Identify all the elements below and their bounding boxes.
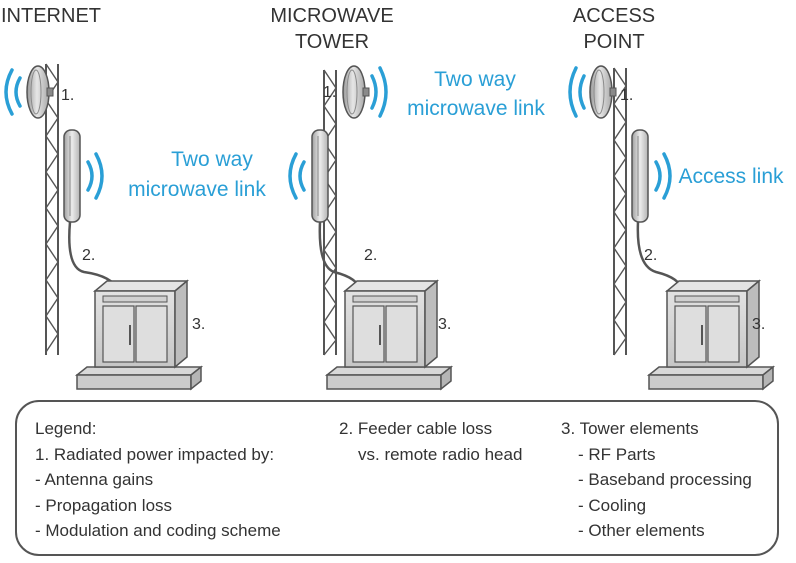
label-2: 2. xyxy=(644,247,657,264)
panel-antenna-icon xyxy=(63,129,81,223)
legend-item: - Other elements xyxy=(578,521,705,540)
legend-item: 3. Tower elements xyxy=(561,419,699,438)
link-label-line1: Two way xyxy=(171,148,253,171)
legend-item: - Baseband processing xyxy=(578,470,752,489)
legend-column-1: Legend: 1. Radiated power impacted by: -… xyxy=(35,416,281,544)
equipment-cabinet-icon xyxy=(76,280,202,390)
legend-column-2: 2. Feeder cable loss vs. remote radio he… xyxy=(339,416,522,467)
legend-item: - RF Parts xyxy=(578,444,656,464)
equipment-cabinet-icon xyxy=(648,280,774,390)
label-1: 1. xyxy=(620,87,633,104)
site-title-line1: MICROWAVE xyxy=(270,5,393,27)
legend-item: 1. Radiated power impacted by: xyxy=(35,444,275,464)
dish-antenna-icon xyxy=(342,65,370,119)
legend-box: Legend: 1. Radiated power impacted by: -… xyxy=(15,400,779,556)
legend-item: - Propagation loss xyxy=(35,495,173,515)
link-label-line2: microwave link xyxy=(128,178,266,201)
equipment-cabinet-icon xyxy=(326,280,452,390)
label-2: 2. xyxy=(82,247,95,264)
label-3: 3. xyxy=(752,316,765,333)
panel-antenna-icon xyxy=(311,129,329,223)
site-title-line1: ACCESS xyxy=(573,5,655,27)
radio-waves-icon xyxy=(86,152,104,200)
legend-heading: Legend: xyxy=(35,419,97,438)
label-2: 2. xyxy=(364,247,377,264)
link-label-line1: Access link xyxy=(678,165,784,188)
label-3: 3. xyxy=(192,316,205,333)
label-3: 3. xyxy=(438,316,451,333)
legend-item: 2. Feeder cable loss xyxy=(339,419,493,438)
radio-waves-icon xyxy=(370,66,388,118)
dish-antenna-icon xyxy=(589,65,617,119)
site-access-point: ACCESS POINT 1. 2. 3. Access link xyxy=(568,5,784,390)
legend-item: - Cooling xyxy=(578,495,647,515)
radio-waves-icon xyxy=(654,152,672,200)
radio-waves-icon xyxy=(568,66,586,118)
feeder-cable xyxy=(318,221,362,291)
radio-waves-icon xyxy=(4,68,22,116)
site-title-line2: TOWER xyxy=(295,31,369,53)
site-internet: INTERNET 1. 2. 3. Two way microwave link xyxy=(1,5,266,390)
dish-antenna-icon xyxy=(26,65,54,119)
legend-item: vs. remote radio head xyxy=(358,444,523,464)
lattice-tower xyxy=(45,63,59,355)
legend-item: - Antenna gains xyxy=(35,470,154,489)
link-label-line2: microwave link xyxy=(407,97,545,120)
panel-antenna-icon xyxy=(631,129,649,223)
site-title: INTERNET xyxy=(1,5,101,27)
radio-waves-icon xyxy=(288,152,306,200)
link-label-line1: Two way xyxy=(434,68,516,91)
legend-item: - Modulation and coding scheme xyxy=(35,521,281,540)
label-1: 1. xyxy=(323,84,336,101)
lattice-tower xyxy=(613,67,627,356)
legend-column-3: 3. Tower elements - RF Parts - Baseband … xyxy=(561,416,752,544)
label-1: 1. xyxy=(61,87,74,104)
site-title-line2: POINT xyxy=(583,31,644,53)
site-microwave-tower: MICROWAVE TOWER 1. 2. 3. Two way microwa… xyxy=(270,5,545,390)
